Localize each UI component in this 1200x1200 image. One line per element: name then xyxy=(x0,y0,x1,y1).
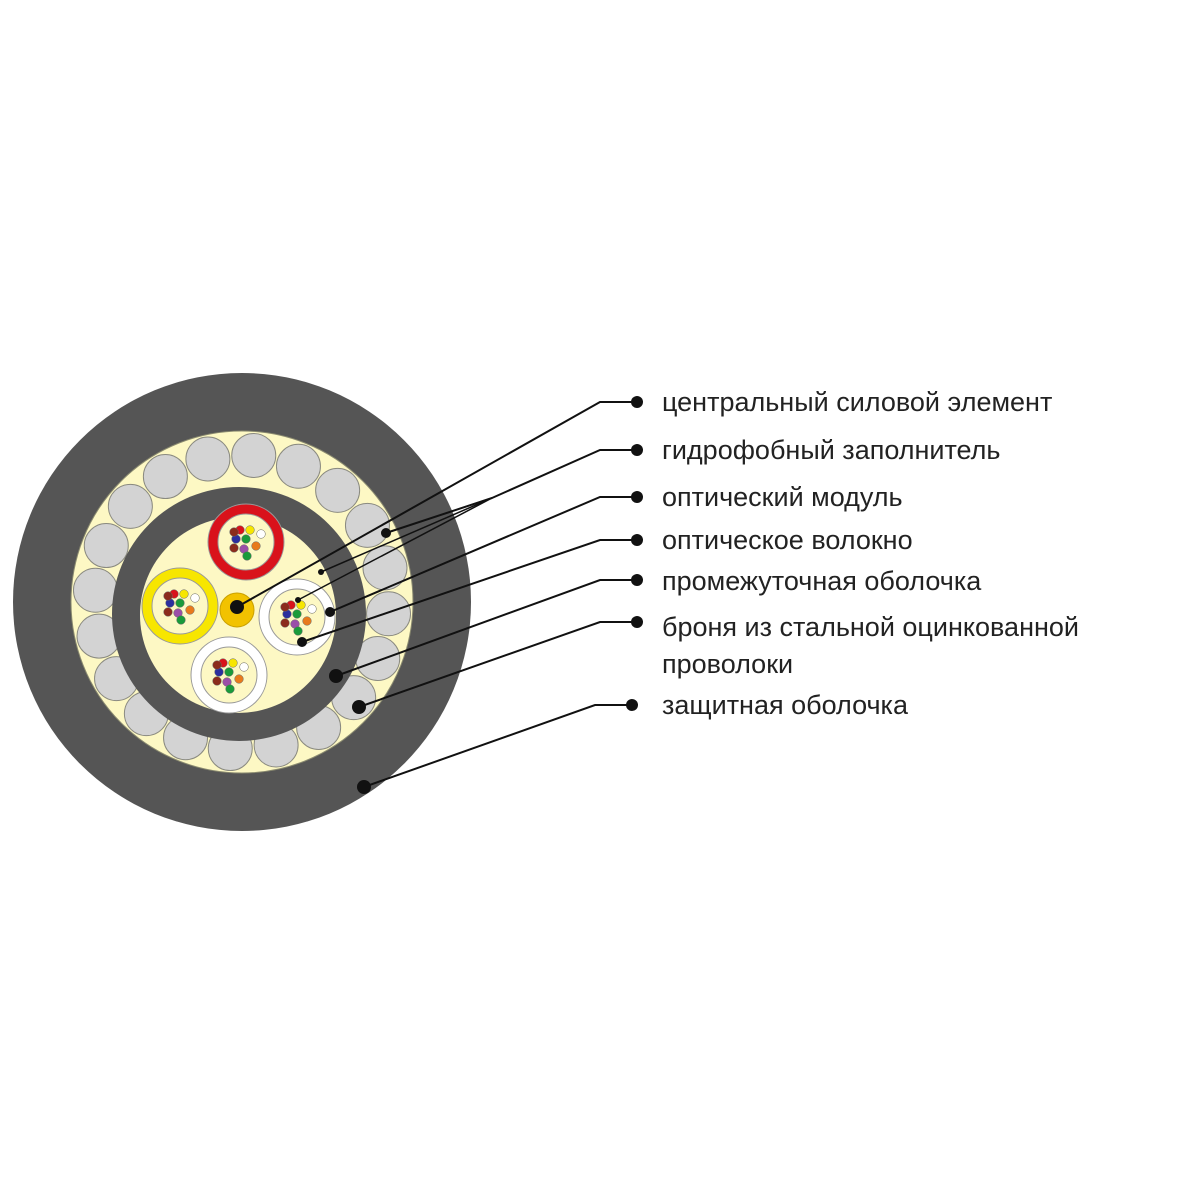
leader-line-optical-module xyxy=(329,496,637,613)
steel-wire xyxy=(185,436,231,482)
optical-fiber xyxy=(251,541,261,551)
label-protective-sheath: защитная оболочка xyxy=(662,690,908,720)
optical-fiber xyxy=(212,660,222,670)
steel-wire xyxy=(366,591,412,637)
optical-fiber xyxy=(239,662,249,672)
leader-dot-hydrophobic-filler xyxy=(631,444,643,456)
label-armor: броня из стальной оцинкованной xyxy=(662,612,1079,642)
leader-end-hydrophobic-filler-2 xyxy=(318,569,324,575)
leader-dot-optical-module xyxy=(631,491,643,503)
label-armor-line2: проволоки xyxy=(662,649,794,679)
steel-wire xyxy=(107,483,153,529)
leader-line-intermediate-sheath xyxy=(335,579,637,677)
optical-fiber xyxy=(176,615,186,625)
optical-fiber xyxy=(280,602,290,612)
optical-fiber xyxy=(185,605,195,615)
steel-wire xyxy=(142,454,188,500)
leader-line-central-strength-member xyxy=(236,401,637,608)
optical-fiber xyxy=(225,684,235,694)
optical-fiber xyxy=(229,543,239,553)
label-optical-fiber: оптическое волокно xyxy=(662,525,913,555)
optical-fiber xyxy=(228,658,238,668)
steel-wire xyxy=(344,502,390,548)
steel-wire xyxy=(83,523,129,569)
leader-end-central-strength-member xyxy=(230,600,244,614)
leader-dot-optical-fiber xyxy=(631,534,643,546)
leader-dot-intermediate-sheath xyxy=(631,574,643,586)
label-central-strength-member: центральный силовой элемент xyxy=(662,387,1053,417)
optical-fiber xyxy=(229,527,239,537)
leader-dot-protective-sheath xyxy=(626,699,638,711)
leader-line-hydrophobic-filler xyxy=(385,449,637,534)
leader-line-hydrophobic-filler-2 xyxy=(320,497,493,573)
leader-end-hydrophobic-filler xyxy=(381,528,391,538)
leader-line-protective-sheath xyxy=(363,704,632,788)
optical-fiber xyxy=(292,609,302,619)
steel-wire xyxy=(315,467,361,513)
optical-fiber xyxy=(293,626,303,636)
optical-fiber xyxy=(256,529,266,539)
leader-end-optical-fiber xyxy=(297,637,307,647)
steel-wire xyxy=(231,432,277,478)
optical-fiber xyxy=(224,667,234,677)
optical-fiber xyxy=(163,607,173,617)
steel-wire xyxy=(275,443,321,489)
leader-end-protective-sheath xyxy=(357,780,371,794)
optical-fiber xyxy=(242,551,252,561)
label-hydrophobic-filler: гидрофобный заполнитель xyxy=(662,435,1001,465)
optical-fiber xyxy=(175,598,185,608)
label-optical-module: оптический модуль xyxy=(662,482,903,512)
leader-dot-armor xyxy=(631,616,643,628)
leader-line-hydrophobic-filler-3 xyxy=(297,497,493,601)
optical-fiber xyxy=(302,616,312,626)
optical-fiber xyxy=(245,525,255,535)
optical-fiber xyxy=(241,534,251,544)
optical-fiber xyxy=(212,676,222,686)
leader-end-armor xyxy=(352,700,366,714)
leader-line-optical-fiber xyxy=(301,539,637,643)
optical-fiber xyxy=(280,618,290,628)
leader-end-optical-module xyxy=(325,607,335,617)
optical-fiber xyxy=(179,589,189,599)
steel-wire xyxy=(362,545,408,591)
leader-line-armor xyxy=(358,621,637,708)
steel-wire xyxy=(72,567,118,613)
optical-fiber xyxy=(234,674,244,684)
optical-fiber xyxy=(190,593,200,603)
leader-end-hydrophobic-filler-3 xyxy=(295,597,301,603)
label-intermediate-sheath: промежуточная оболочка xyxy=(662,566,982,596)
leader-end-intermediate-sheath xyxy=(329,669,343,683)
leader-dot-central-strength-member xyxy=(631,396,643,408)
optical-fiber xyxy=(163,591,173,601)
optical-fiber xyxy=(307,604,317,614)
